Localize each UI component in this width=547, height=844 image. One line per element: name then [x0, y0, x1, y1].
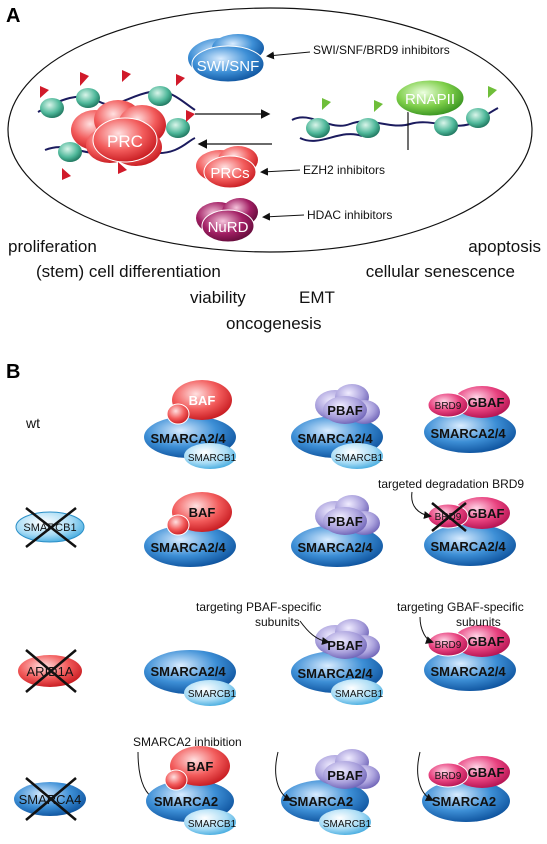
- swisnf-complex: SWI/SNF: [188, 34, 265, 83]
- nucleus-outline: [7, 7, 533, 253]
- prcs-complex: PRCs: [196, 146, 258, 189]
- repressed-chromatin: [37, 70, 196, 180]
- process-senescence: cellular senescence: [366, 262, 515, 281]
- svg-text:SMARCB1: SMARCB1: [335, 453, 384, 464]
- wt-pbaf-complex: PBAF SMARCA2/4 SMARCB1: [291, 384, 384, 469]
- row-label-smarca4-knockout: SMARCA4: [14, 777, 86, 821]
- process-proliferation: proliferation: [8, 237, 97, 256]
- svg-text:BRD9: BRD9: [435, 771, 462, 782]
- svg-text:SMARCA2: SMARCA2: [154, 794, 218, 809]
- hdac-inhibitor-label: HDAC inhibitors: [307, 208, 392, 222]
- nurd-label: NuRD: [208, 219, 249, 236]
- row-label-smarcb1-knockout: SMARCB1: [15, 507, 85, 548]
- arid1a-gbaf-complex: BRD9 GBAF SMARCA2/4: [424, 625, 516, 691]
- svg-text:SMARCA2/4: SMARCA2/4: [430, 539, 506, 554]
- svg-text:BRD9: BRD9: [435, 640, 462, 651]
- svg-text:PBAF: PBAF: [327, 514, 362, 529]
- arid1a-baf-remnant: SMARCA2/4 SMARCB1: [144, 650, 237, 706]
- process-emt: EMT: [299, 288, 335, 307]
- svg-text:SMARCA2/4: SMARCA2/4: [297, 666, 373, 681]
- svg-text:PBAF: PBAF: [327, 768, 362, 783]
- row-label-arid1a-knockout: ARID1A: [18, 649, 82, 693]
- svg-text:SMARCB1: SMARCB1: [335, 689, 384, 700]
- smarcb1-gbaf-complex: BRD9 GBAF SMARCA2/4: [424, 497, 516, 566]
- process-viability: viability: [190, 288, 246, 307]
- svg-text:SMARCA2/4: SMARCA2/4: [150, 540, 226, 555]
- svg-text:BRD9: BRD9: [435, 401, 462, 412]
- panel-a-label: A: [6, 5, 20, 27]
- svg-text:GBAF: GBAF: [468, 634, 505, 649]
- svg-text:SMARCA2: SMARCA2: [432, 794, 496, 809]
- svg-text:SMARCB1: SMARCB1: [323, 819, 372, 830]
- smarcb1-pbaf-complex: PBAF SMARCA2/4: [291, 495, 383, 567]
- swisnf-inhibitor-label: SWI/SNF/BRD9 inhibitors: [313, 43, 450, 57]
- rnapii-label: RNAPII: [405, 91, 455, 108]
- svg-text:BAF: BAF: [187, 759, 214, 774]
- svg-text:SMARCA2/4: SMARCA2/4: [430, 426, 506, 441]
- ezh2-inhibitor-label: EZH2 inhibitors: [303, 163, 385, 177]
- process-differentiation: (stem) cell differentiation: [36, 262, 221, 281]
- annotation-gbaf-line2: subunits: [456, 615, 501, 629]
- svg-text:GBAF: GBAF: [468, 506, 505, 521]
- svg-text:PBAF: PBAF: [327, 403, 362, 418]
- svg-text:SMARCA2: SMARCA2: [289, 794, 353, 809]
- process-apoptosis: apoptosis: [468, 237, 541, 256]
- annotation-pbaf-line2: subunits: [255, 615, 300, 629]
- wt-gbaf-complex: BRD9 GBAF SMARCA2/4: [424, 386, 516, 453]
- annotation-brd9-degradation: targeted degradation BRD9: [378, 477, 524, 491]
- svg-text:SMARCA2/4: SMARCA2/4: [430, 664, 506, 679]
- rnapii-complex: RNAPII: [395, 79, 465, 117]
- prc-label: PRC: [107, 132, 143, 151]
- smarcb1-baf-complex: BAF SMARCA2/4: [144, 492, 236, 567]
- active-chromatin: [291, 86, 499, 150]
- smarca4-gbaf-complex: BRD9 GBAF SMARCA2: [422, 756, 510, 822]
- annotation-smarca2-inhibition: SMARCA2 inhibition: [133, 735, 242, 749]
- svg-text:GBAF: GBAF: [468, 765, 505, 780]
- wt-baf-complex: BAF SMARCA2/4 SMARCB1: [144, 380, 237, 469]
- prcs-label: PRCs: [210, 165, 249, 182]
- arid1a-pbaf-complex: PBAF SMARCA2/4 SMARCB1: [291, 619, 384, 705]
- process-oncogenesis: oncogenesis: [226, 314, 321, 333]
- svg-text:GBAF: GBAF: [468, 395, 505, 410]
- smarca4-pbaf-complex: PBAF SMARCA2 SMARCB1: [281, 749, 380, 835]
- annotation-gbaf-line1: targeting GBAF-specific: [397, 600, 524, 614]
- svg-text:BAF: BAF: [189, 505, 216, 520]
- svg-text:SMARCA2/4: SMARCA2/4: [297, 431, 373, 446]
- annotation-pbaf-line1: targeting PBAF-specific: [196, 600, 321, 614]
- prc-complex: PRC: [71, 100, 166, 166]
- swisnf-label: SWI/SNF: [197, 58, 260, 75]
- panel-b-label: B: [6, 361, 20, 383]
- svg-text:SMARCB1: SMARCB1: [188, 689, 237, 700]
- svg-text:SMARCB1: SMARCB1: [188, 819, 237, 830]
- row-label-wt: wt: [25, 415, 40, 431]
- svg-text:SMARCB1: SMARCB1: [188, 453, 237, 464]
- svg-text:SMARCA2/4: SMARCA2/4: [297, 540, 373, 555]
- svg-text:SMARCA2/4: SMARCA2/4: [150, 664, 226, 679]
- nurd-complex: NuRD: [196, 198, 258, 243]
- svg-text:BAF: BAF: [189, 393, 216, 408]
- smarca4-baf-complex: BAF SMARCA2 SMARCB1: [146, 746, 237, 835]
- svg-text:SMARCA2/4: SMARCA2/4: [150, 431, 226, 446]
- svg-text:PBAF: PBAF: [327, 638, 362, 653]
